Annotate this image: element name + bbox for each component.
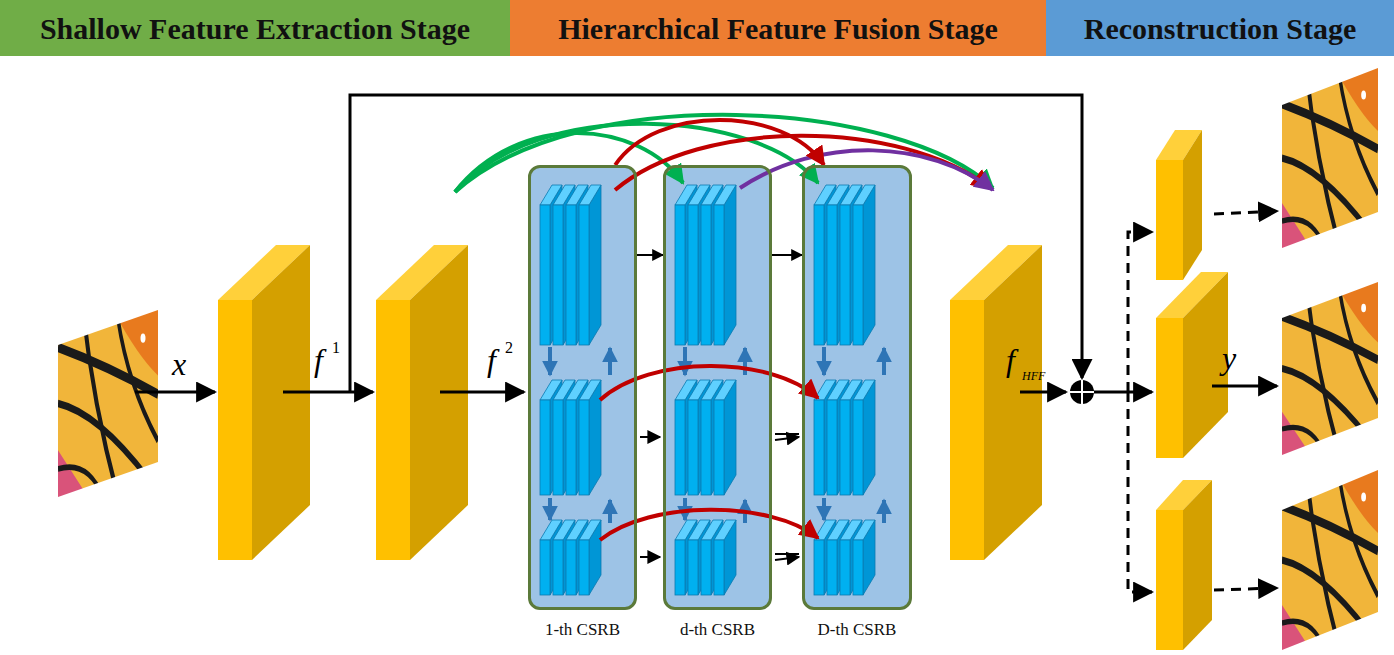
- dense-arc: [740, 150, 993, 190]
- signal-label: 2: [505, 340, 513, 356]
- signal-label: y: [1222, 342, 1236, 374]
- dense-arc: [600, 510, 818, 540]
- csrb-block: D-th CSRB: [802, 165, 912, 610]
- row-arrow: [640, 436, 660, 438]
- csrb-fill: [803, 166, 911, 609]
- input-image: [58, 310, 158, 497]
- conv-layer: [218, 245, 310, 560]
- flow-arrow: [440, 391, 524, 394]
- flow-arrow: [283, 391, 373, 394]
- csrb-block: 1-th CSRB: [528, 165, 637, 610]
- inner-arrow: [608, 348, 612, 375]
- row-arrow: [775, 433, 799, 435]
- feature-slab-group: [540, 380, 601, 495]
- signal-label: f: [314, 344, 323, 376]
- dashed-arrow: [1214, 211, 1277, 214]
- row-arrow: [640, 556, 660, 558]
- row-arrow: [775, 553, 799, 555]
- dashed-branch: [1128, 232, 1152, 392]
- inner-arrow: [882, 500, 886, 523]
- signal-label: f: [1006, 344, 1015, 376]
- block-label: 1-th CSRB: [545, 621, 620, 640]
- feature-slab-group: [814, 185, 875, 345]
- row-arrow: [775, 437, 799, 440]
- connector: [637, 254, 663, 256]
- dense-arc: [455, 115, 993, 192]
- inner-arrow: [882, 348, 886, 375]
- feature-slab-group: [814, 380, 875, 495]
- upsample-layer: [1156, 272, 1228, 458]
- stage-title: Shallow Feature Extraction Stage: [40, 12, 470, 45]
- row-arrow: [775, 557, 799, 560]
- output-image: [1282, 282, 1378, 455]
- stage-title: Reconstruction Stage: [1084, 12, 1356, 45]
- signal-label: x: [172, 348, 186, 380]
- stage-band: Reconstruction Stage: [1046, 0, 1394, 56]
- feature-slab-group: [540, 520, 601, 595]
- sum-symbol: [1070, 380, 1094, 404]
- feature-slab-group: [814, 520, 875, 595]
- upsample-layer: [1156, 480, 1212, 650]
- flow-arrow: [135, 391, 215, 394]
- flow-arrow: [1020, 391, 1066, 394]
- dense-arc: [600, 366, 818, 400]
- upsample-layer: [1156, 130, 1202, 280]
- block-label: d-th CSRB: [680, 621, 755, 640]
- inner-arrow: [822, 498, 826, 520]
- inner-arrow: [683, 347, 687, 375]
- global-skip-line: [350, 95, 1082, 392]
- feature-slab-group: [540, 185, 601, 345]
- signal-label: HFF: [1022, 370, 1045, 382]
- feature-slab-group: [675, 520, 736, 595]
- inner-arrow: [548, 347, 552, 375]
- inner-arrow: [548, 498, 552, 520]
- block-label: D-th CSRB: [818, 621, 897, 640]
- stage-band: Shallow Feature Extraction Stage: [0, 0, 510, 56]
- flow-arrow: [1094, 391, 1152, 394]
- connector: [772, 254, 802, 256]
- feature-slab-group: [675, 380, 736, 495]
- conv-layer: [376, 245, 468, 560]
- dashed-branch: [1128, 392, 1152, 592]
- dashed-arrow: [1214, 588, 1277, 590]
- csrb-block: d-th CSRB: [663, 165, 772, 610]
- inner-arrow: [743, 348, 747, 375]
- signal-label: f: [487, 344, 496, 376]
- connector: [615, 120, 824, 165]
- stage-title: Hierarchical Feature Fusion Stage: [558, 12, 998, 45]
- output-image: [1282, 68, 1378, 248]
- stage-band: Hierarchical Feature Fusion Stage: [510, 0, 1046, 56]
- output-image: [1282, 470, 1378, 650]
- feature-slab-group: [675, 185, 736, 345]
- inner-arrow: [608, 500, 612, 523]
- csrb-fill: [664, 166, 771, 609]
- conv-layer: [950, 245, 1042, 560]
- flow-arrow: [1212, 385, 1277, 388]
- inner-arrow: [822, 347, 826, 375]
- signal-label: 1: [332, 340, 340, 356]
